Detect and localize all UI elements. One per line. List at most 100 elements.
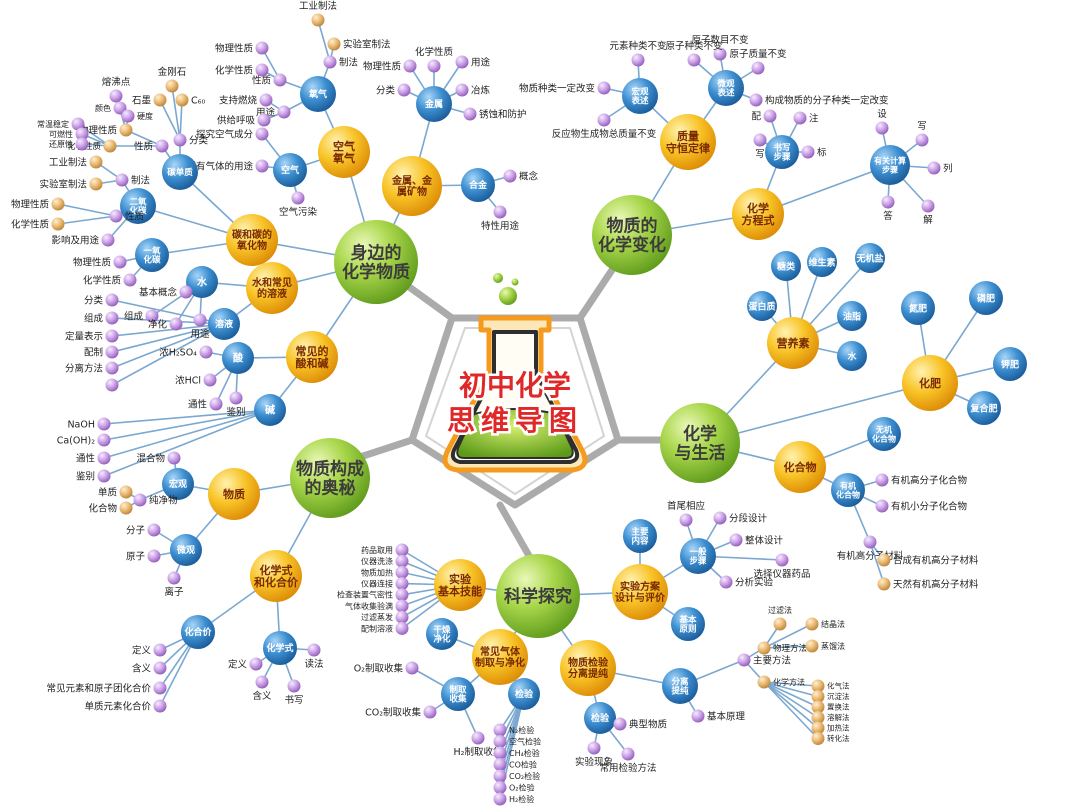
leaf-node[interactable]: 蒸馏法: [805, 639, 846, 653]
leaf-node[interactable]: 可燃性: [49, 127, 89, 141]
leaf-node[interactable]: 列: [927, 161, 953, 175]
leaf-node[interactable]: 过滤蒸发: [361, 610, 409, 624]
topic-node[interactable]: 化学式: [263, 631, 297, 665]
leaf-node[interactable]: 性质: [109, 209, 145, 223]
leaf-node[interactable]: 常温稳定: [37, 117, 85, 131]
leaf-node[interactable]: 配: [751, 109, 777, 123]
leaf-node[interactable]: 化学性质: [83, 273, 137, 287]
leaf-node[interactable]: 加热法: [811, 721, 850, 735]
leaf-node[interactable]: O₂制取收集: [354, 661, 419, 675]
leaf-node[interactable]: 分析实验: [719, 575, 774, 589]
leaf-node[interactable]: 浓H₂SO₄: [159, 345, 213, 359]
leaf-node[interactable]: 化学性质: [11, 217, 65, 231]
leaf-node[interactable]: 仪器洗涤: [361, 554, 409, 568]
leaf-node[interactable]: 解: [921, 199, 935, 227]
leaf-node[interactable]: 分子: [126, 523, 161, 537]
leaf-node[interactable]: 设: [875, 109, 889, 135]
leaf-node[interactable]: 基本原理: [691, 709, 746, 723]
leaf-node[interactable]: 读法: [304, 643, 324, 671]
leaf-node[interactable]: 原子数目不变: [691, 34, 749, 61]
leaf-node[interactable]: CO₂检验: [493, 769, 541, 783]
leaf-node[interactable]: 概念: [503, 169, 539, 183]
leaf-node[interactable]: 物理方法: [757, 641, 808, 655]
topic-node[interactable]: 宏观: [162, 468, 194, 500]
leaf-node[interactable]: 选择仪器药品: [753, 553, 811, 581]
leaf-node[interactable]: 混合物: [136, 451, 181, 465]
leaf-node[interactable]: 物质种类一定改变: [519, 81, 611, 95]
fertilizer-node[interactable]: 钾肥: [993, 347, 1027, 381]
leaf-node[interactable]: [105, 378, 119, 392]
leaf-node[interactable]: 单质元素化合价: [84, 699, 167, 713]
sub-s5a[interactable]: 物质: [208, 468, 260, 520]
leaf-node[interactable]: 气体收集验满: [345, 599, 409, 613]
leaf-node[interactable]: 组成: [124, 309, 159, 323]
nutrient-node[interactable]: 油脂: [837, 301, 867, 331]
leaf-node[interactable]: 用途: [455, 55, 491, 69]
leaf-node[interactable]: 物质加热: [361, 565, 409, 579]
leaf-node[interactable]: 颜色: [95, 101, 127, 115]
leaf-node[interactable]: 纯净物: [133, 493, 179, 507]
nutrient-node[interactable]: 蛋白质: [747, 291, 777, 321]
leaf-node[interactable]: 支持燃烧: [219, 93, 273, 107]
leaf-node[interactable]: 溶解法: [811, 711, 850, 724]
leaf-node[interactable]: 典型物质: [613, 717, 668, 731]
leaf-node[interactable]: 天然有机高分子材料: [877, 577, 980, 591]
topic-node[interactable]: 金属: [416, 86, 452, 122]
leaf-node[interactable]: 原子质量不变: [729, 48, 787, 75]
leaf-node[interactable]: 仪器连接: [361, 577, 409, 591]
leaf-node[interactable]: C₆₀: [175, 93, 206, 107]
leaf-node[interactable]: CO检验: [493, 758, 537, 771]
nutrient-node[interactable]: 无机盐: [855, 243, 885, 273]
leaf-node[interactable]: H₂制取收集: [454, 731, 503, 759]
leaf-node[interactable]: 化学性质: [67, 139, 117, 153]
leaf-node[interactable]: 浓HCl: [175, 373, 217, 387]
leaf-node[interactable]: 锈蚀和防护: [463, 107, 527, 121]
leaf-node[interactable]: 元素种类不变: [609, 40, 667, 67]
fertilizer-node[interactable]: 复合肥: [967, 391, 1001, 425]
leaf-node[interactable]: 首尾相应: [667, 500, 706, 527]
leaf-node[interactable]: 药品取用: [361, 543, 409, 557]
topic-node[interactable]: 化合价: [181, 615, 215, 649]
leaf-node[interactable]: 离子: [164, 571, 184, 599]
leaf-node[interactable]: 冶炼: [455, 83, 491, 97]
leaf-node[interactable]: 写: [915, 121, 929, 147]
topic-node[interactable]: 酸: [222, 342, 254, 374]
leaf-node[interactable]: 通性: [188, 397, 223, 411]
leaf-node[interactable]: 实验室制法: [39, 177, 103, 191]
leaf-node[interactable]: 制法: [115, 173, 151, 187]
leaf-node[interactable]: 制法: [323, 55, 359, 69]
leaf-node[interactable]: 物理性质: [73, 255, 127, 269]
leaf-node[interactable]: NaOH: [67, 417, 111, 431]
leaf-node[interactable]: 反应物生成物总质量不变: [552, 113, 657, 141]
leaf-node[interactable]: 化合物: [88, 501, 133, 515]
leaf-node[interactable]: 检查装置气密性: [337, 588, 409, 602]
leaf-node[interactable]: N₂检验: [493, 723, 535, 737]
leaf-node[interactable]: 物理性质: [11, 197, 65, 211]
leaf-node[interactable]: 空气检验: [493, 735, 542, 748]
leaf-node[interactable]: 定义: [228, 657, 263, 671]
topic-node[interactable]: 分离提纯: [662, 668, 698, 704]
nutrient-node[interactable]: 水: [837, 341, 867, 371]
leaf-node[interactable]: 化学方法: [757, 675, 806, 689]
leaf-node[interactable]: 熔沸点: [102, 76, 131, 103]
topic-node[interactable]: 溶液: [208, 308, 240, 340]
topic-node[interactable]: 碱: [254, 394, 286, 426]
leaf-node[interactable]: CH₄检验: [493, 746, 540, 760]
